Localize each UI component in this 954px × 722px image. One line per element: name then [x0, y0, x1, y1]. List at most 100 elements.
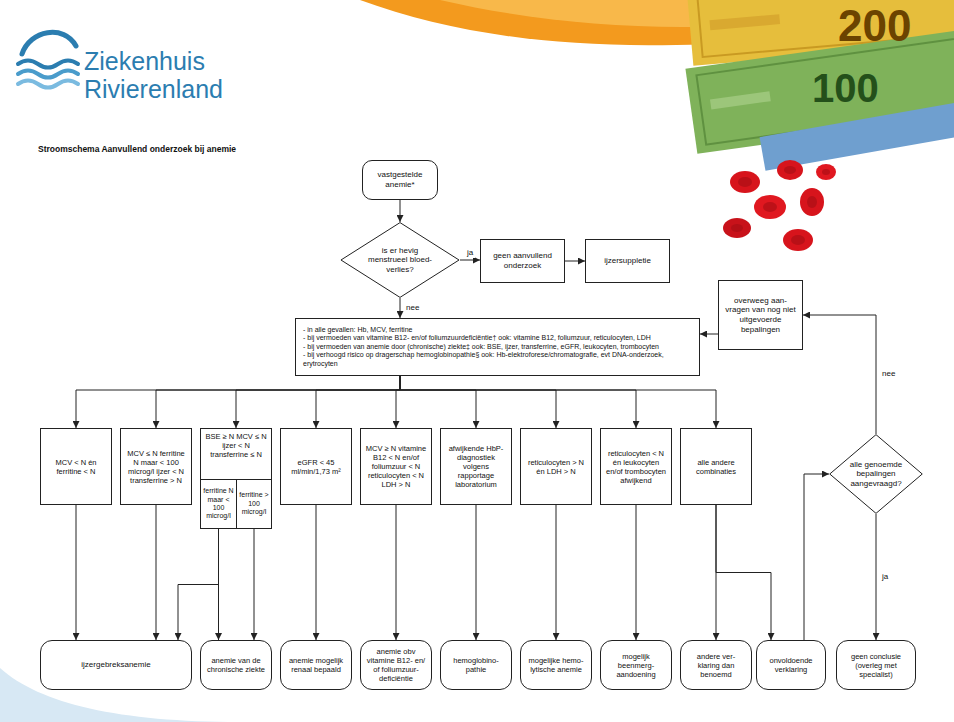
criteria-subbox: ferritine N maar < 100 microg/l — [200, 479, 237, 529]
connector — [156, 505, 157, 640]
node-text: geen aanvullend onderzoek — [485, 251, 560, 270]
node-text: anemie van de chronische ziekte — [205, 656, 267, 674]
criteria-box: reticulocyten < N én leukocyten en/of tr… — [600, 428, 672, 505]
node-text: ferritine > 100 microg/l — [239, 491, 269, 516]
outcome-box: andere ver- klaring dan benoemd — [680, 640, 752, 690]
outcome-box: mogelijke hemo- lytische anemie — [520, 640, 592, 690]
edge-label: ja — [880, 573, 890, 582]
logo-waves — [18, 32, 78, 87]
connector — [396, 505, 397, 640]
connector — [254, 529, 255, 640]
connector — [400, 376, 556, 428]
diamond-shape — [341, 223, 459, 298]
diamond-shape — [830, 435, 922, 514]
connector — [716, 505, 771, 640]
outcome-box: anemie van de chronische ziekte — [200, 640, 272, 690]
logo-text: Rivierenland — [84, 76, 223, 104]
connector — [400, 376, 476, 428]
banknote-value: 100 — [812, 66, 879, 110]
outcome-box: mogelijk beenmerg- aandoening — [600, 640, 672, 690]
node-text: eGFR < 45 ml/min/1,73 m² — [285, 458, 347, 476]
connector — [476, 505, 477, 640]
connector — [178, 529, 219, 640]
node-text: ijzersuppletie — [604, 256, 651, 266]
connector — [396, 376, 400, 428]
connector — [316, 505, 317, 640]
criteria-box: BSE ≥ N MCV ≤ N ijzer < N transferrine ≤… — [200, 428, 272, 529]
connector — [700, 334, 718, 335]
connector — [636, 505, 637, 640]
criteria-subbox: ferritine > 100 microg/l — [236, 479, 272, 529]
node-text: reticulocyten < N én leukocyten en/of tr… — [605, 449, 667, 485]
connector — [556, 505, 557, 640]
node-text: onvoldoende verklaring — [761, 656, 821, 674]
node-text: - in alle gevallen: Hb, MCV, ferritine — [303, 326, 692, 334]
connector — [804, 474, 829, 640]
connector — [76, 376, 400, 428]
logo-text: Ziekenhuis — [84, 48, 205, 76]
node-text: alle andere combinaties — [685, 458, 747, 476]
node-text: BSE ≥ N MCV ≤ N ijzer < N transferrine ≤… — [204, 432, 268, 459]
criteria-box: MCV ≥ N vitamine B12 < N en/of foliumzuu… — [360, 428, 432, 505]
edge-label: nee — [404, 304, 421, 313]
connector — [565, 261, 585, 262]
connector — [876, 514, 877, 640]
node-text: - bij vermoeden van anemie door (chronis… — [303, 343, 692, 351]
connector — [400, 376, 636, 428]
node-text: geen conclusie (overleg met specialist) — [841, 652, 911, 679]
node-text: vastgestelde anemie* — [367, 170, 433, 189]
node-text: MCV ≤ N ferritine N maar < 100 microg/l … — [125, 449, 187, 485]
outcome-box: ijzergebreksanemie — [40, 640, 192, 690]
connector — [218, 529, 219, 640]
banknotes — [685, 0, 954, 171]
outcome-box: anemie mogelijk renaal bepaald — [280, 640, 352, 690]
process-box: geen aanvullend onderzoek — [480, 239, 565, 283]
banknote-value: 200 — [838, 2, 911, 50]
diagram-title: Stroomschema Aanvullend onderzoek bij an… — [38, 144, 236, 154]
node-text: ferritine N maar < 100 microg/l — [203, 487, 234, 521]
decision-diamond: alle genoemde bepalingen aangevraagd? — [829, 434, 923, 514]
start-box: vastgestelde anemie* — [362, 160, 438, 200]
edge-label: ja — [465, 249, 475, 258]
criteria-box: alle andere combinaties — [680, 428, 752, 505]
node-text: hemoglobino- pathie — [445, 656, 507, 674]
connector — [316, 376, 400, 428]
connector — [156, 376, 400, 428]
edge-label: nee — [880, 370, 897, 379]
process-box: ijzersuppletie — [585, 239, 670, 283]
process-box: overweeg aan- vragen van nog niet uitgev… — [718, 280, 803, 350]
node-text: afwijkende HbP-diagnostiek volgens rappo… — [445, 444, 507, 489]
node-text: - bij verhoogd risico op dragerschap hem… — [303, 351, 692, 368]
outcome-box: anemie obv vitamine B12- en/ of foliumzu… — [360, 640, 432, 690]
outcome-box: onvoldoende verklaring — [756, 640, 826, 690]
node-text: andere ver- klaring dan benoemd — [685, 652, 747, 679]
connector — [236, 376, 400, 428]
connector — [400, 298, 401, 318]
node-text: anemie mogelijk renaal bepaald — [285, 656, 347, 674]
connector — [460, 260, 480, 261]
node-text: ijzergebreksanemie — [81, 660, 150, 670]
node-text: MCV < N én ferritine < N — [45, 458, 107, 476]
node-text: mogelijk beenmerg- aandoening — [605, 652, 667, 679]
connector — [400, 200, 401, 222]
node-text: anemie obv vitamine B12- en/ of foliumzu… — [365, 647, 427, 683]
blood-cells — [723, 160, 836, 251]
decision-diamond: is er hevig menstrueel bloed- verlies? — [340, 222, 460, 298]
connector — [400, 376, 716, 428]
request-list-box: - in alle gevallen: Hb, MCV, ferritine- … — [295, 318, 700, 376]
connector — [76, 505, 77, 640]
node-text: - bij vermoeden van vitamine B12- en/of … — [303, 334, 692, 342]
node-text: is er hevig menstrueel bloed- verlies? — [364, 246, 436, 275]
node-text: mogelijke hemo- lytische anemie — [525, 656, 587, 674]
criteria-box: MCV < N én ferritine < N — [40, 428, 112, 505]
criteria-box: MCV ≤ N ferritine N maar < 100 microg/l … — [120, 428, 192, 505]
node-text: alle genoemde bepalingen aangevraagd? — [848, 460, 904, 489]
outcome-box: geen conclusie (overleg met specialist) — [836, 640, 916, 690]
node-text: MCV ≥ N vitamine B12 < N en/of foliumzuu… — [365, 444, 427, 489]
criteria-box: afwijkende HbP-diagnostiek volgens rappo… — [440, 428, 512, 505]
node-text: overweeg aan- vragen van nog niet uitgev… — [723, 296, 798, 334]
criteria-box: reticulocyten > N én LDH > N — [520, 428, 592, 505]
node-text: reticulocyten > N én LDH > N — [525, 458, 587, 476]
